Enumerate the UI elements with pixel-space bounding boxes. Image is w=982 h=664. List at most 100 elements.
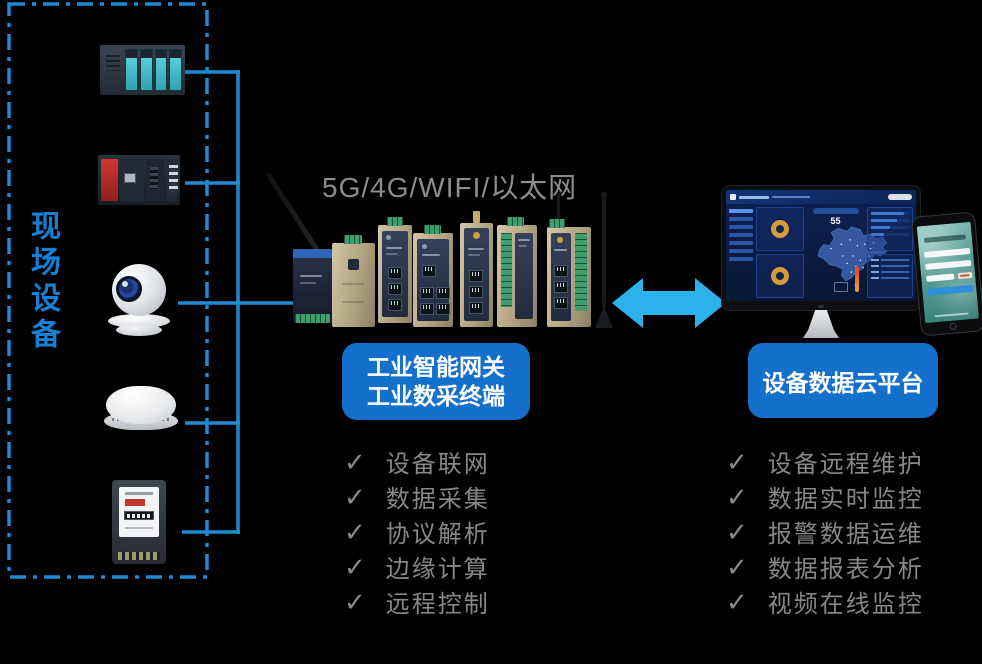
antenna-port (422, 244, 427, 249)
ethernet-port (469, 270, 483, 282)
cloud-platform-monitor: 55 (722, 186, 920, 338)
plc-io-module (169, 49, 182, 91)
terminal-block (344, 235, 362, 244)
donut-gauge (771, 267, 789, 285)
sidebar-menu-item (729, 209, 753, 213)
dashboard-logo-icon (730, 194, 736, 200)
map-panel-title-bar (812, 208, 859, 214)
external-antenna-icon (601, 192, 607, 308)
device-faceplate (417, 239, 450, 321)
field-devices-label: 现场设备 (26, 210, 59, 354)
feature-label: 数据实时监控 (767, 486, 924, 513)
sidebar-menu-item (729, 233, 753, 237)
check-icon: ✓ (344, 446, 366, 477)
password-field (925, 259, 972, 270)
device-text (300, 275, 322, 277)
ethernet-port (420, 287, 434, 299)
electric-meter-image (112, 480, 166, 564)
feature-label: 数据报表分析 (767, 556, 924, 583)
device-seam (342, 301, 364, 303)
feature-label: 远程控制 (385, 591, 490, 618)
feature-label: 报警数据运维 (767, 521, 924, 548)
dashboard-right-column (867, 207, 913, 298)
meter-text-line (125, 527, 153, 529)
meter-brand-mark (125, 499, 145, 506)
monitor-camera-dot (818, 305, 824, 308)
gateway-device-5g (460, 211, 493, 327)
ethernet-port (436, 303, 450, 315)
donut-gauge (771, 220, 789, 238)
arrow-shape (612, 278, 726, 328)
ethernet-port (388, 267, 402, 279)
vertical-gauge (855, 266, 859, 292)
plc-io-module (125, 49, 138, 91)
webcam-image (106, 264, 176, 338)
ethernet-port (422, 265, 436, 277)
check-icon: ✓ (344, 516, 366, 547)
gateway-device-side (332, 235, 375, 327)
device-text (468, 254, 480, 256)
captcha-field (926, 273, 955, 282)
dashboard-left-column (756, 207, 804, 298)
device-faceplate (382, 231, 408, 317)
io-terminal-strip (501, 233, 512, 307)
phone-login-screen (916, 221, 979, 324)
dashboard-header (726, 190, 916, 204)
gauge-panel (756, 207, 804, 251)
cloud-label-text: 设备数据云平台 (762, 369, 924, 396)
list-item: ✓ 数据实时监控 (726, 479, 924, 514)
webcam-lens-highlight (122, 281, 128, 287)
ethernet-port (436, 287, 450, 299)
device-logo (557, 237, 563, 243)
terminal-block (507, 217, 524, 226)
gateway-device-io (497, 217, 537, 327)
antenna-port (386, 235, 391, 240)
map-legend-box (834, 282, 848, 292)
monitor-stand (803, 310, 839, 338)
plc-io-module (166, 159, 178, 201)
check-icon: ✓ (726, 586, 748, 617)
stat-row (871, 277, 909, 279)
smoke-detector-dome (106, 386, 176, 424)
plc-io-module (139, 49, 153, 91)
phone-app-title-bar (923, 234, 967, 243)
captcha-image (957, 271, 973, 280)
bar (871, 212, 909, 215)
list-item: ✓ 数据报表分析 (726, 549, 924, 584)
check-icon: ✓ (726, 481, 748, 512)
device-text (468, 248, 484, 250)
ethernet-port (469, 302, 483, 314)
feature-label: 边缘计算 (385, 556, 490, 583)
check-icon: ✓ (344, 481, 366, 512)
sma-connector (473, 211, 480, 223)
bidirectional-arrow-icon (612, 278, 726, 328)
meter-dial (124, 511, 154, 520)
meter-text-line (125, 492, 153, 495)
check-icon: ✓ (344, 551, 366, 582)
gateway-label-line2: 工业数采终端 (367, 382, 505, 409)
stat-row (871, 259, 909, 261)
bar-chart-panel (867, 207, 913, 251)
plc-red-module (101, 159, 118, 201)
gauge-panel (756, 254, 804, 298)
stats-panel (867, 254, 913, 298)
list-item: ✓ 边缘计算 (344, 549, 490, 584)
gateway-label-line1: 工业智能网关 (367, 353, 505, 380)
connectivity-label: 5G/4G/WIFI/以太网 (322, 172, 578, 203)
sidebar-menu-item (729, 249, 753, 253)
gateway-device-5port (413, 225, 453, 327)
dashboard-sidebar (729, 207, 753, 298)
plc-io-module (154, 49, 168, 91)
gateway-label-box: 工业智能网关 工业数采终端 (342, 343, 530, 420)
ethernet-port (388, 283, 402, 295)
ethernet-port (554, 281, 568, 293)
dashboard-screen: 55 (726, 190, 916, 301)
device-faceplate (551, 233, 571, 321)
device-text (518, 239, 530, 241)
cloud-feature-list: ✓ 设备远程维护 ✓ 数据实时监控 ✓ 报警数据运维 ✓ 数据报表分析 ✓ 视频… (726, 444, 924, 619)
sidebar-menu-item (729, 225, 753, 229)
gateway-devices-image (265, 158, 618, 330)
meter-terminals (118, 552, 160, 560)
feature-label: 数据采集 (385, 486, 490, 513)
smoke-detector-image (104, 386, 178, 436)
